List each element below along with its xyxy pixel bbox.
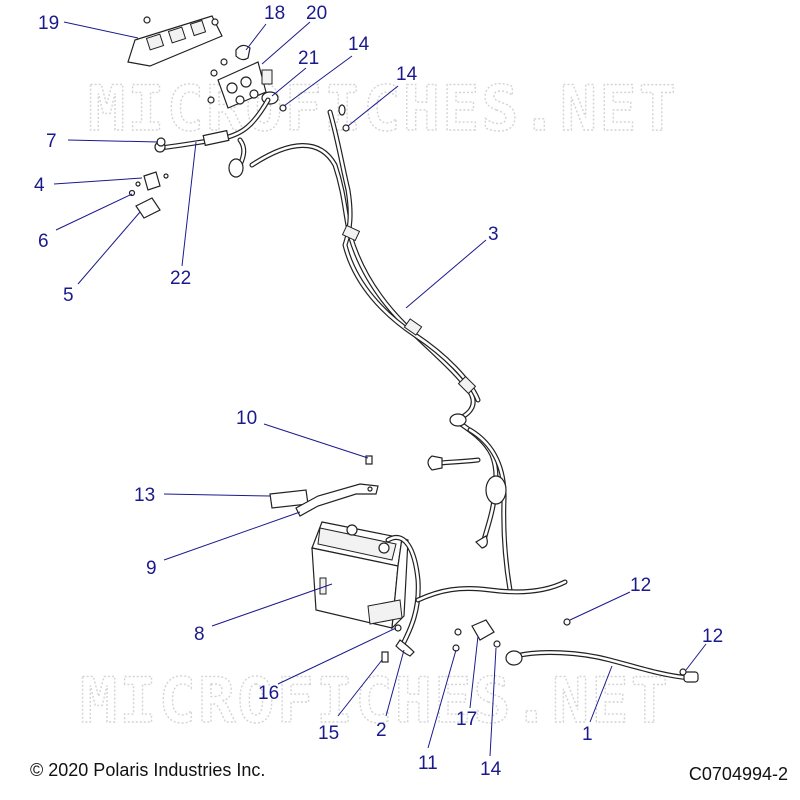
cable-part-1	[505, 650, 699, 683]
pad-part-5	[135, 197, 161, 219]
callout-12-b: 12	[702, 626, 723, 647]
harness-part-3	[249, 104, 513, 593]
callout-14-b: 14	[396, 64, 418, 85]
terminal-part-4	[135, 171, 169, 191]
cable-part-22	[154, 97, 271, 178]
callout-11: 11	[418, 753, 438, 774]
callout-20: 20	[306, 3, 327, 24]
callout-15: 15	[318, 723, 339, 744]
nut-part-7	[156, 137, 166, 147]
callout-14-c: 14	[480, 759, 502, 780]
bracket-part-19	[127, 15, 223, 67]
battery-part-8	[311, 521, 409, 630]
callout-13: 13	[134, 485, 155, 506]
callout-labels: 19 18 20 21 14 14 7 4 6 5 22 3 10 13 9 8…	[34, 3, 723, 780]
callout-21: 21	[298, 48, 319, 69]
callout-18: 18	[264, 3, 285, 24]
cable-part-2	[385, 535, 568, 657]
figure-code: C0704994-2	[688, 764, 788, 784]
callout-10: 10	[236, 408, 257, 429]
nut-part-12-a	[563, 618, 571, 626]
callout-16: 16	[258, 683, 279, 704]
bolt-part-11	[452, 628, 462, 652]
nut-part-12-b	[679, 668, 687, 676]
copyright-notice: © 2020 Polaris Industries Inc.	[30, 760, 266, 780]
bracket-part-17	[471, 619, 495, 641]
callout-9: 9	[146, 558, 157, 579]
callout-14-a: 14	[348, 34, 370, 55]
callout-1: 1	[582, 724, 593, 745]
callout-17: 17	[456, 709, 477, 730]
callout-19: 19	[38, 13, 59, 34]
watermark-bottom: MICROFICHES.NET	[80, 664, 670, 737]
callout-12-a: 12	[630, 575, 651, 596]
callout-3: 3	[488, 224, 499, 245]
callout-7: 7	[46, 131, 57, 152]
callout-22: 22	[170, 268, 191, 289]
fuse-block-part-20	[207, 58, 273, 109]
callout-6: 6	[38, 231, 49, 252]
screw-part-10	[365, 455, 373, 465]
watermark-top: MICROFICHES.NET	[88, 72, 678, 145]
nut-part-14-top	[279, 104, 350, 132]
strap-part-9	[295, 483, 379, 517]
callout-4: 4	[34, 175, 45, 196]
callout-8: 8	[194, 624, 205, 645]
bolt-part-15	[381, 651, 389, 663]
nut-part-14-bottom	[493, 640, 501, 648]
leader-lines	[53, 21, 707, 757]
callout-2: 2	[376, 720, 387, 741]
callout-5: 5	[63, 285, 74, 306]
